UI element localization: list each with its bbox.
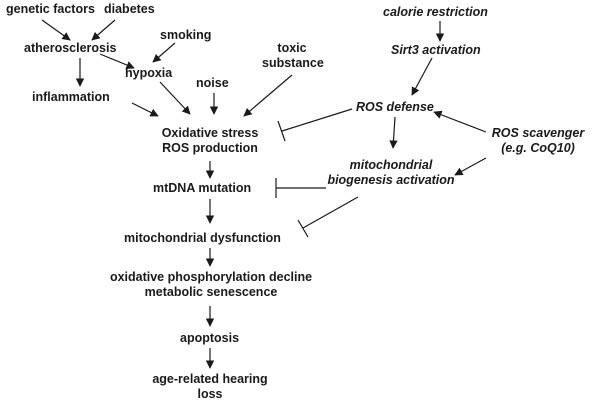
node-ros-scavenger-line2: (e.g. CoQ10) bbox=[501, 141, 575, 155]
arrow-scavenger-to-rosdefense bbox=[433, 110, 487, 133]
node-oxidative-stress: Oxidative stress ROS production bbox=[146, 126, 274, 156]
node-mitochondrial-dysfunction: mitochondrial dysfunction bbox=[124, 231, 281, 245]
node-genetic-factors: genetic factors bbox=[6, 2, 95, 16]
inhibit-rosdefense-oxidative bbox=[281, 108, 353, 132]
arrow-hypoxia-to-oxidative bbox=[159, 81, 191, 115]
arrow-atherosclerosis-to-hypoxia bbox=[99, 53, 135, 70]
arrow-scavenger-to-biogenesis bbox=[454, 157, 487, 176]
arrow-diabetes-to-atherosclerosis bbox=[91, 19, 116, 41]
arrow-sirt3-to-rosdefense bbox=[411, 57, 433, 96]
node-mitochondrial-biogenesis: mitochondrial biogenesis activation bbox=[322, 158, 460, 188]
arrow-smoking-to-hypoxia bbox=[152, 42, 176, 63]
node-apoptosis: apoptosis bbox=[180, 331, 240, 345]
node-ros-scavenger-line1: ROS scavenger bbox=[491, 126, 585, 140]
arrow-genetic-to-atherosclerosis bbox=[41, 19, 71, 41]
node-arhl-line1: age-related hearing bbox=[152, 372, 268, 386]
arrow-inflammation-to-oxidative bbox=[131, 102, 159, 117]
inhibit-rosdefense-oxidative-bar bbox=[277, 120, 286, 142]
node-toxic-substance-line2: substance bbox=[262, 56, 324, 70]
node-atherosclerosis: atherosclerosis bbox=[24, 41, 117, 55]
node-noise: noise bbox=[196, 76, 229, 90]
node-oxphos-decline-line2: metabolic senescence bbox=[144, 285, 278, 299]
node-arhl-line2: loss bbox=[197, 387, 223, 401]
node-diabetes: diabetes bbox=[104, 2, 155, 16]
arrow-toxic-to-oxidative bbox=[243, 74, 293, 117]
node-hypoxia: hypoxia bbox=[125, 66, 173, 80]
node-mito-biogenesis-line2: biogenesis activation bbox=[327, 173, 455, 187]
arrow-rosdefense-to-biogenesis bbox=[389, 116, 398, 149]
node-oxidative-stress-line1: Oxidative stress bbox=[161, 126, 259, 140]
node-ros-scavenger: ROS scavenger (e.g. CoQ10) bbox=[482, 126, 594, 156]
node-ros-defense: ROS defense bbox=[356, 100, 434, 114]
node-smoking: smoking bbox=[160, 28, 212, 42]
node-oxidative-stress-line2: ROS production bbox=[162, 141, 258, 155]
node-inflammation: inflammation bbox=[32, 90, 110, 104]
node-oxphos-decline: oxidative phosphorylation decline metabo… bbox=[100, 270, 322, 300]
node-sirt3-activation: Sirt3 activation bbox=[391, 43, 481, 57]
node-age-related-hearing-loss: age-related hearing loss bbox=[142, 372, 278, 402]
node-oxphos-decline-line1: oxidative phosphorylation decline bbox=[109, 270, 313, 284]
inhibit-biogenesis-dysfunction-bar bbox=[297, 219, 309, 238]
node-toxic-substance-line1: toxic bbox=[277, 41, 307, 55]
node-toxic-substance: toxic substance bbox=[262, 41, 324, 71]
node-calorie-restriction: calorie restriction bbox=[383, 5, 488, 19]
node-mito-biogenesis-line1: mitochondrial bbox=[349, 158, 433, 172]
inhibit-biogenesis-dysfunction bbox=[302, 196, 359, 229]
node-mtdna-mutation: mtDNA mutation bbox=[153, 181, 252, 195]
